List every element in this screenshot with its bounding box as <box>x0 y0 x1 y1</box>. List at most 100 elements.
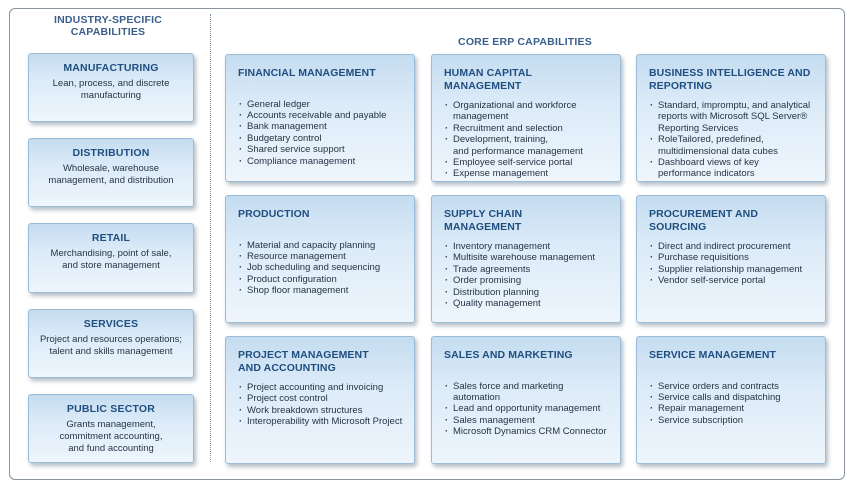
title-line: SUPPLY CHAIN <box>444 208 523 220</box>
list-item: Direct and indirect procurement <box>649 241 825 253</box>
industry-heading-line: INDUSTRY-SPECIFIC <box>53 14 163 26</box>
capability-list: Direct and indirect procurement Purchase… <box>649 241 825 287</box>
list-item: Resource management <box>238 251 414 263</box>
description-line: Lean, process, and discrete <box>52 78 170 89</box>
list-item: Multisite warehouse management <box>444 252 620 264</box>
list-item: Shared service support <box>238 144 414 156</box>
core-card-production: PRODUCTION Material and capacity plannin… <box>225 195 415 323</box>
list-item: Expense management <box>444 168 620 180</box>
list-item: Material and capacity planning <box>238 240 414 252</box>
capability-list: Standard, impromptu, and analytical repo… <box>649 100 825 180</box>
list-item: Compliance management <box>238 156 414 168</box>
list-item: Project accounting and invoicing <box>238 382 414 394</box>
title-line: PROCUREMENT AND <box>649 208 759 220</box>
list-item: Lead and opportunity management <box>444 403 620 415</box>
column-divider <box>210 14 211 462</box>
description-line: and fund accounting <box>68 443 154 454</box>
core-card-title: BUSINESS INTELLIGENCE AND REPORTING <box>649 67 825 92</box>
industry-card-manufacturing: MANUFACTURING Lean, process, and discret… <box>28 53 194 122</box>
list-item: Standard, impromptu, and analytical <box>649 100 825 112</box>
capability-list: Project accounting and invoicing Project… <box>238 382 414 428</box>
list-item: Service subscription <box>649 415 825 427</box>
description-line: Wholesale, warehouse <box>62 163 160 174</box>
list-item: multidimensional data cubes <box>658 145 778 157</box>
list-item: Service calls and dispatching <box>649 392 825 404</box>
core-card-title: PRODUCTION <box>238 208 414 221</box>
industry-card-description: Wholesale, warehouse management, and dis… <box>29 159 193 187</box>
industry-card-description: Merchandising, point of sale, and store … <box>29 244 193 272</box>
list-item: Distribution planning <box>444 287 620 299</box>
list-item: Dashboard views of key <box>649 157 825 169</box>
list-item: Purchase requisitions <box>649 252 825 264</box>
list-item: Trade agreements <box>444 264 620 276</box>
title-line: SERVICE MANAGEMENT <box>649 349 777 361</box>
title-line: FINANCIAL MANAGEMENT <box>238 67 376 79</box>
list-item: Service orders and contracts <box>649 381 825 393</box>
list-item: Vendor self-service portal <box>649 275 825 287</box>
core-card-title: FINANCIAL MANAGEMENT <box>238 67 414 80</box>
core-card-supply-chain-management: SUPPLY CHAIN MANAGEMENT Inventory manage… <box>431 195 621 323</box>
description-line: and store management <box>62 260 160 271</box>
industry-card-title: SERVICES <box>83 318 139 330</box>
industry-card-services: SERVICES Project and resources operation… <box>28 309 194 378</box>
description-line: commitment accounting, <box>59 431 163 442</box>
industry-heading: INDUSTRY-SPECIFIC CAPABILITIES <box>42 14 174 38</box>
list-item: Employee self-service portal <box>444 157 620 169</box>
industry-card-description: Lean, process, and discrete manufacturin… <box>29 74 193 102</box>
title-line: SOURCING <box>649 220 707 233</box>
list-item: reports with Microsoft SQL Server® <box>658 111 808 123</box>
list-item: automation <box>453 391 501 403</box>
core-card-title: SUPPLY CHAIN MANAGEMENT <box>444 208 620 233</box>
description-line: talent and skills management <box>49 346 173 357</box>
core-card-project-management: PROJECT MANAGEMENT AND ACCOUNTING Projec… <box>225 336 415 464</box>
description-line: Grants management, <box>66 419 156 430</box>
title-line: PROJECT MANAGEMENT <box>238 349 369 361</box>
core-card-title: HUMAN CAPITAL MANAGEMENT <box>444 67 620 92</box>
core-card-title: SALES AND MARKETING <box>444 349 620 362</box>
description-line: manufacturing <box>80 90 142 101</box>
core-card-business-intelligence: BUSINESS INTELLIGENCE AND REPORTING Stan… <box>636 54 826 182</box>
title-line: MANAGEMENT <box>444 79 522 92</box>
list-item: Budgetary control <box>238 133 414 145</box>
list-item: Sales force and marketing <box>444 381 620 393</box>
title-line: REPORTING <box>649 79 713 92</box>
core-card-title: PROCUREMENT AND SOURCING <box>649 208 825 233</box>
core-card-sales-and-marketing: SALES AND MARKETING Sales force and mark… <box>431 336 621 464</box>
description-line: Project and resources operations; <box>39 334 183 345</box>
list-item: Quality management <box>444 298 620 310</box>
capability-list: Inventory management Multisite warehouse… <box>444 241 620 310</box>
list-item: General ledger <box>238 99 414 111</box>
industry-card-title: RETAIL <box>91 232 131 244</box>
list-item: Work breakdown structures <box>238 405 414 417</box>
list-item: Project cost control <box>238 393 414 405</box>
list-item: Reporting Services <box>658 122 739 134</box>
list-item: Accounts receivable and payable <box>238 110 414 122</box>
title-line: BUSINESS INTELLIGENCE AND <box>649 67 811 79</box>
list-item: management <box>453 111 509 123</box>
core-card-financial-management: FINANCIAL MANAGEMENT General ledger Acco… <box>225 54 415 182</box>
title-line: PRODUCTION <box>238 208 310 220</box>
list-item: Inventory management <box>444 241 620 253</box>
industry-card-title: MANUFACTURING <box>63 62 159 74</box>
list-item: Shop floor management <box>238 285 414 297</box>
description-line: management, and distribution <box>48 175 174 186</box>
industry-card-title: PUBLIC SECTOR <box>66 403 156 415</box>
title-line: HUMAN CAPITAL <box>444 67 533 79</box>
title-line: SALES AND MARKETING <box>444 349 573 361</box>
industry-card-public-sector: PUBLIC SECTOR Grants management, commitm… <box>28 394 194 463</box>
list-item: Bank management <box>238 121 414 133</box>
industry-card-retail: RETAIL Merchandising, point of sale, and… <box>28 223 194 293</box>
list-item: and performance management <box>453 145 583 157</box>
core-card-procurement-and-sourcing: PROCUREMENT AND SOURCING Direct and indi… <box>636 195 826 323</box>
list-item: Organizational and workforce <box>444 100 620 112</box>
industry-card-description: Grants management, commitment accounting… <box>29 415 193 455</box>
capability-list: Material and capacity planning Resource … <box>238 240 414 297</box>
core-card-service-management: SERVICE MANAGEMENT Service orders and co… <box>636 336 826 464</box>
capability-list: Organizational and workforce management … <box>444 100 620 180</box>
title-line: AND ACCOUNTING <box>238 361 336 374</box>
list-item: RoleTailored, predefined, <box>649 134 825 146</box>
list-item: Repair management <box>649 403 825 415</box>
list-item: Supplier relationship management <box>649 264 825 276</box>
core-heading: CORE ERP CAPABILITIES <box>458 36 592 48</box>
list-item: Development, training, <box>444 134 620 146</box>
